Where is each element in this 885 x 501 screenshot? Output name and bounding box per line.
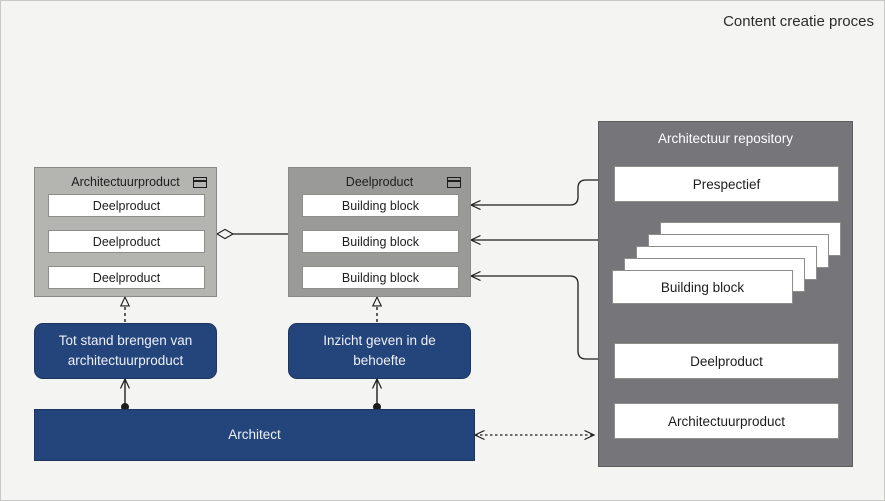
item-repository-deelproduct[interactable]: Deelproduct: [614, 343, 839, 379]
actor-architect[interactable]: Architect: [34, 409, 475, 461]
group-deelproduct-title: Deelproduct: [345, 175, 414, 189]
item-building-block-stack-1[interactable]: Building block: [612, 270, 793, 304]
group-architectuurproduct[interactable]: Architectuurproduct Deelproduct Deelprod…: [34, 167, 217, 297]
item-building-block-2[interactable]: Building block: [302, 230, 459, 253]
group-architectuur-repository[interactable]: Architectuur repository Prespectief Buil…: [598, 121, 853, 467]
item-deelproduct-1[interactable]: Deelproduct: [48, 194, 205, 217]
group-architectuurproduct-title: Architectuurproduct: [71, 175, 180, 189]
group-deelproduct[interactable]: Deelproduct Building block Building bloc…: [288, 167, 471, 297]
grouping-icon: [447, 177, 461, 188]
flow-repository-deelproduct-to-buildingblock-3: [471, 276, 611, 360]
item-deelproduct-3[interactable]: Deelproduct: [48, 266, 205, 289]
diagram-title: Content creatie proces: [723, 13, 874, 30]
flow-prespectief-to-buildingblock-1: [471, 179, 611, 205]
group-repository-title: Architectuur repository: [657, 131, 794, 146]
process-inzicht-geven[interactable]: Inzicht geven in de behoefte: [288, 323, 471, 379]
process-tot-stand-brengen[interactable]: Tot stand brengen van architectuurproduc…: [34, 323, 217, 379]
item-repository-architectuurproduct[interactable]: Architectuurproduct: [614, 403, 839, 439]
item-deelproduct-2[interactable]: Deelproduct: [48, 230, 205, 253]
grouping-icon: [193, 177, 207, 188]
item-prespectief[interactable]: Prespectief: [614, 166, 839, 202]
item-building-block-1[interactable]: Building block: [302, 194, 459, 217]
item-building-block-3[interactable]: Building block: [302, 266, 459, 289]
